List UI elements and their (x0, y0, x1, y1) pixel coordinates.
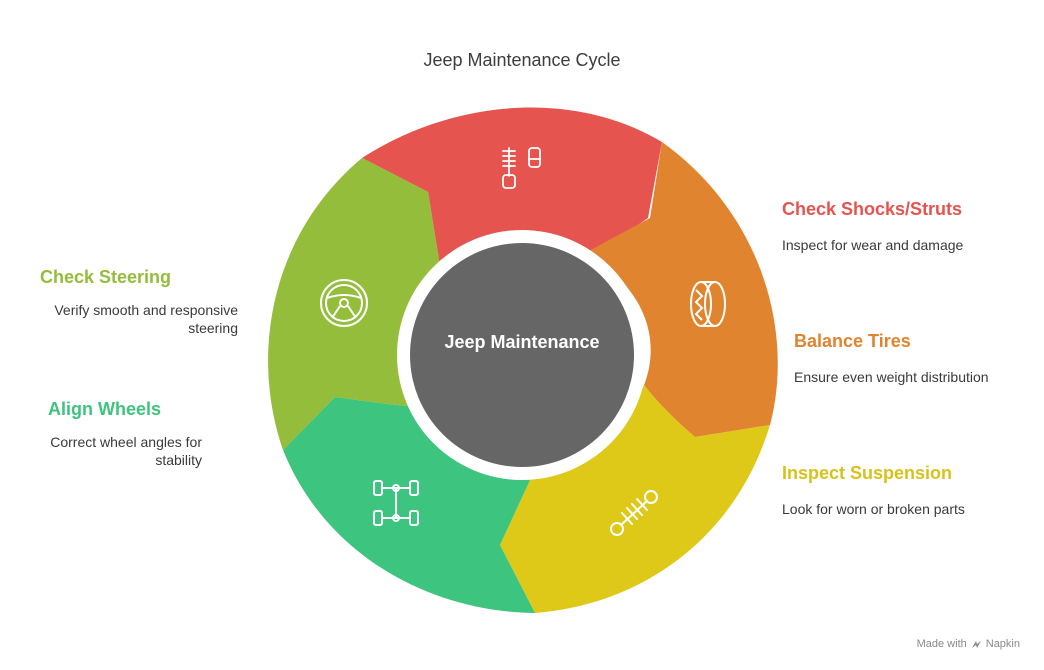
tire-icon (690, 281, 726, 327)
center-label: Jeep Maintenance (444, 332, 599, 352)
segment-check-shocks (362, 107, 662, 266)
suspension-spring-icon (610, 490, 658, 536)
segment-inspect-suspension (500, 385, 770, 613)
step-desc-inspect-suspension: Look for worn or broken parts (782, 501, 965, 517)
segment-check-steering (268, 158, 440, 450)
wheel-axle-icon (373, 480, 419, 526)
step-desc-check-shocks: Inspect for wear and damage (782, 237, 964, 253)
steering-wheel-icon (320, 279, 368, 327)
segment-balance-tires (585, 142, 778, 437)
segment-align-wheels (283, 397, 535, 613)
step-title-balance-tires: Balance Tires (794, 331, 911, 351)
center-circle (410, 243, 634, 467)
watermark: Made with Napkin (917, 638, 1020, 650)
step-title-inspect-suspension: Inspect Suspension (782, 463, 953, 483)
step-desc-check-steering: Verify smooth and responsive steering (54, 302, 238, 336)
step-title-check-steering: Check Steering (40, 267, 172, 287)
watermark-brand: Napkin (985, 638, 1020, 650)
shock-brush-icon (502, 147, 541, 189)
diagram-title: Jeep Maintenance Cycle (423, 50, 621, 70)
step-desc-balance-tires: Ensure even weight distribution (794, 369, 989, 385)
step-title-check-shocks: Check Shocks/Struts (782, 199, 963, 219)
watermark-prefix: Made with (916, 638, 967, 650)
napkin-logo-icon (971, 640, 981, 648)
step-title-align-wheels: Align Wheels (48, 399, 162, 419)
step-desc-align-wheels: Correct wheel angles for stability (50, 434, 202, 468)
